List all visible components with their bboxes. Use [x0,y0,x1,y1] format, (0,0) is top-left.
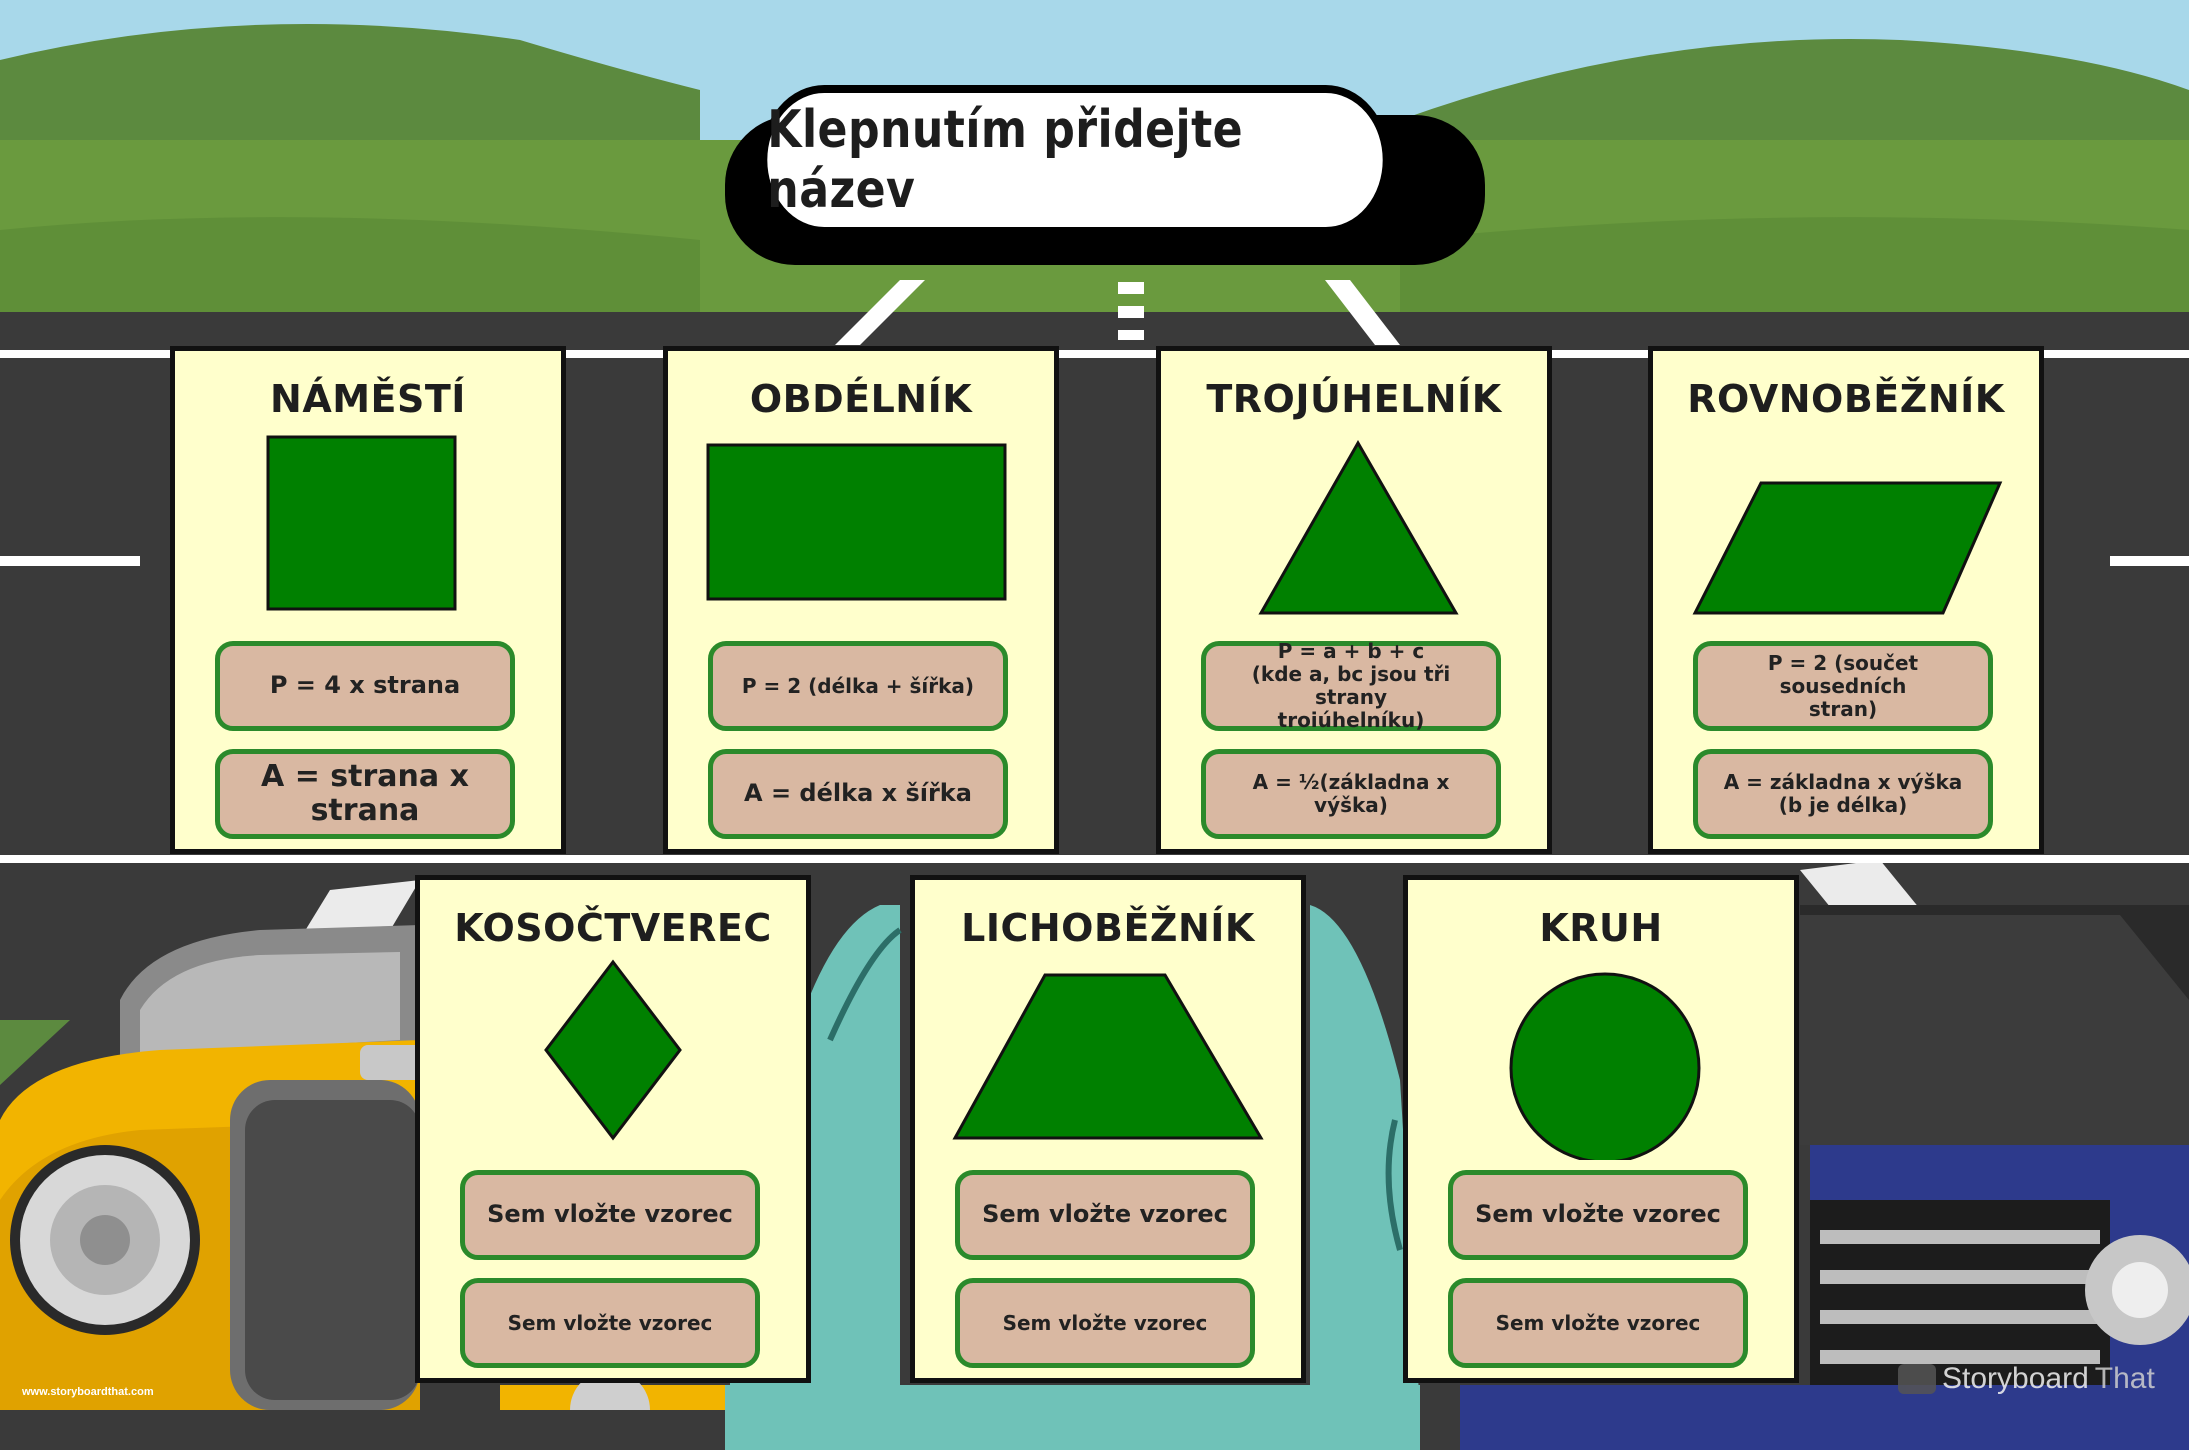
formula-placeholder-top[interactable]: Sem vložte vzorec [1448,1170,1748,1260]
card-circle[interactable]: KRUH Sem vložte vzorec Sem vložte vzorec [1403,875,1799,1383]
circle-icon [1509,972,1701,1160]
rhombus-icon [544,959,682,1141]
watermark-brand-a: Storyboard [1942,1362,2089,1395]
area-formula[interactable]: A = délka x šířka [708,749,1008,839]
formula-placeholder-bottom[interactable]: Sem vložte vzorec [1448,1278,1748,1368]
card-parallelogram[interactable]: ROVNOBĚŽNÍK P = 2 (součet sousedních str… [1648,346,2044,854]
card-title[interactable]: LICHOBĚŽNÍK [961,906,1255,950]
area-formula[interactable]: A = ½(základna x výška) [1201,749,1501,839]
watermark-url: www.storyboardthat.com [22,1386,154,1398]
perimeter-formula[interactable]: P = 2 (součet sousedních stran) [1693,641,1993,731]
area-formula[interactable]: A = strana x strana [215,749,515,839]
card-square[interactable]: NÁMĚSTÍ P = 4 x strana A = strana x stra… [170,346,566,854]
card-title[interactable]: NÁMĚSTÍ [270,377,466,421]
rectangle-icon [706,443,1007,601]
perimeter-formula[interactable]: P = a + b + c (kde a, bc jsou tři strany… [1201,640,1501,732]
card-title[interactable]: ROVNOBĚŽNÍK [1687,377,2005,421]
parallelogram-icon [1692,481,2003,615]
formula-placeholder-top[interactable]: Sem vložte vzorec [955,1170,1255,1260]
card-rectangle[interactable]: OBDÉLNÍK P = 2 (délka + šířka) A = délka… [663,346,1059,854]
card-triangle[interactable]: TROJÚHELNÍK P = a + b + c (kde a, bc jso… [1156,346,1552,854]
formula-placeholder-bottom[interactable]: Sem vložte vzorec [955,1278,1255,1368]
card-title[interactable]: TROJÚHELNÍK [1206,377,1502,421]
card-title[interactable]: KRUH [1539,906,1663,950]
card-trapezoid[interactable]: LICHOBĚŽNÍK Sem vložte vzorec Sem vložte… [910,875,1306,1383]
area-formula[interactable]: A = základna x výška (b je délka) [1693,749,1993,839]
square-icon [266,435,457,611]
formula-placeholder-top[interactable]: Sem vložte vzorec [460,1170,760,1260]
speech-bubble-icon [1898,1364,1936,1394]
card-rhombus[interactable]: KOSOČTVEREC Sem vložte vzorec Sem vložte… [415,875,811,1383]
trapezoid-icon [952,973,1264,1140]
card-title[interactable]: KOSOČTVEREC [454,906,772,950]
page-title[interactable]: Klepnutím přidejte název [767,100,1244,220]
triangle-icon [1258,439,1459,615]
card-title[interactable]: OBDÉLNÍK [749,377,973,421]
formula-placeholder-bottom[interactable]: Sem vložte vzorec [460,1278,760,1368]
title-banner[interactable]: Klepnutím přidejte název [705,85,1485,265]
perimeter-formula[interactable]: P = 4 x strana [215,641,515,731]
watermark-brand-b: That [2094,1362,2155,1395]
title-box[interactable]: Klepnutím přidejte název [760,85,1390,235]
perimeter-formula[interactable]: P = 2 (délka + šířka) [708,641,1008,731]
